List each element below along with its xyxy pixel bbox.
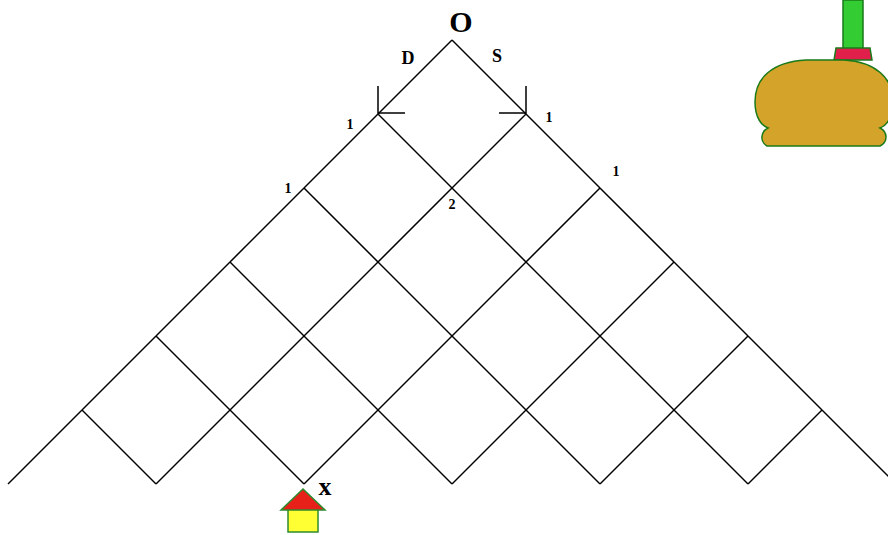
lattice-line <box>8 410 82 484</box>
house-roof <box>281 489 325 510</box>
left-tick <box>378 86 405 113</box>
lattice-line <box>156 410 230 484</box>
broom-icon <box>755 0 888 146</box>
lattice-line <box>82 410 156 484</box>
lattice-line <box>674 262 748 336</box>
lattice-line <box>674 410 748 484</box>
direction-label: S <box>492 47 502 65</box>
broom-head <box>755 60 888 146</box>
lattice-line <box>230 336 304 410</box>
lattice-line <box>230 262 304 336</box>
lattice-line <box>378 40 452 114</box>
lattice-line <box>378 410 452 484</box>
path-count: 1 <box>613 165 620 179</box>
target-label: x <box>319 474 332 500</box>
lattice-line <box>526 410 600 484</box>
lattice-line <box>304 410 378 484</box>
lattice-line <box>526 114 600 188</box>
lattice-line <box>600 262 674 336</box>
lattice-line <box>304 114 378 188</box>
lattice-line <box>230 410 304 484</box>
lattice-line <box>526 188 600 262</box>
lattice-line <box>526 262 600 336</box>
lattice-line <box>452 114 526 188</box>
lattice-line <box>452 336 526 410</box>
lattice-line <box>526 336 600 410</box>
lattice-line <box>748 336 822 410</box>
broom-handle <box>843 0 863 50</box>
lattice-line <box>378 336 452 410</box>
lattice-line <box>304 336 378 410</box>
lattice-line <box>304 262 378 336</box>
lattice-line <box>452 40 526 114</box>
lattice-line <box>156 336 230 410</box>
lattice-line <box>230 188 304 262</box>
lattice-line <box>378 188 452 262</box>
lattice-line <box>378 114 452 188</box>
house-icon <box>281 489 325 532</box>
lattice-line <box>82 336 156 410</box>
lattice-line <box>452 188 526 262</box>
lattice-line <box>452 262 526 336</box>
lattice-line <box>822 410 888 484</box>
lattice-line <box>674 336 748 410</box>
house-wall <box>288 509 318 532</box>
origin-label: O <box>449 7 472 37</box>
lattice-line <box>452 410 526 484</box>
lattice-line <box>748 410 822 484</box>
lattice-line <box>378 262 452 336</box>
lattice-line <box>156 262 230 336</box>
direction-ticks <box>378 86 526 113</box>
direction-label: D <box>402 49 415 67</box>
path-count: 1 <box>546 111 553 125</box>
lattice-line <box>304 188 378 262</box>
right-tick <box>499 86 526 113</box>
path-count: 1 <box>347 118 354 132</box>
lattice-line <box>600 336 674 410</box>
path-count: 2 <box>449 198 456 212</box>
path-count: 1 <box>285 182 292 196</box>
lattice-line <box>600 188 674 262</box>
broom-band <box>834 48 872 60</box>
lattice-grid <box>8 40 888 484</box>
lattice-line <box>600 410 674 484</box>
